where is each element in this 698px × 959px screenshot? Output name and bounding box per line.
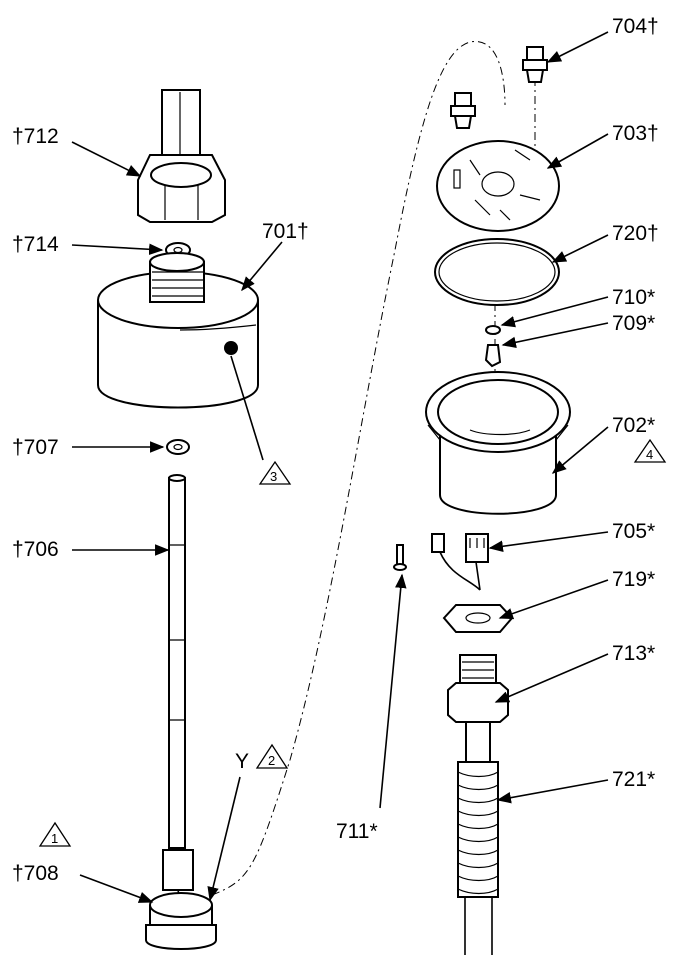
label-701: 701† xyxy=(262,220,309,243)
note-triangle-3: 3 xyxy=(258,460,292,485)
label-707: †707 xyxy=(12,436,59,459)
label-714: †714 xyxy=(12,233,59,256)
leader-lines xyxy=(71,31,609,903)
harness-705 xyxy=(431,533,489,591)
connector-704-left xyxy=(450,92,476,129)
note-triangle-2: 2 xyxy=(255,743,289,769)
label-702: 702* xyxy=(612,414,655,437)
clip-709 xyxy=(484,344,502,368)
label-704: 704† xyxy=(612,15,659,38)
rod-706 xyxy=(162,474,211,916)
note-triangle-4: 4 xyxy=(633,438,667,463)
connector-704-right xyxy=(522,46,548,83)
conduit-721 xyxy=(457,761,499,955)
label-720: 720† xyxy=(612,222,659,245)
nut-712 xyxy=(137,154,226,223)
label-712: †712 xyxy=(12,125,59,148)
o-ring-720 xyxy=(434,238,560,306)
label-y: Y xyxy=(235,750,249,773)
label-709: 709* xyxy=(612,312,655,335)
label-706: †706 xyxy=(12,538,59,561)
screw-710 xyxy=(485,325,501,335)
label-703: 703† xyxy=(612,122,659,145)
label-708: †708 xyxy=(12,862,59,885)
wire-path-line xyxy=(211,41,506,896)
float-701 xyxy=(97,252,259,409)
svg-text:1: 1 xyxy=(51,831,58,846)
label-719: 719* xyxy=(612,568,655,591)
nut-719 xyxy=(442,604,514,633)
fitting-708 xyxy=(145,892,217,950)
svg-text:3: 3 xyxy=(270,469,277,484)
label-713: 713* xyxy=(612,642,655,665)
svg-text:2: 2 xyxy=(268,753,275,768)
label-711: 711* xyxy=(336,820,378,843)
svg-text:4: 4 xyxy=(646,447,653,462)
label-705: 705* xyxy=(612,520,655,543)
strain-relief-713 xyxy=(447,654,509,763)
screw-711 xyxy=(393,544,407,571)
housing-702 xyxy=(425,371,571,515)
note-triangle-1: 1 xyxy=(38,821,72,847)
circuit-board-703 xyxy=(436,140,560,232)
label-710: 710* xyxy=(612,286,655,309)
washer-707 xyxy=(166,439,190,455)
label-721: 721* xyxy=(612,768,655,791)
